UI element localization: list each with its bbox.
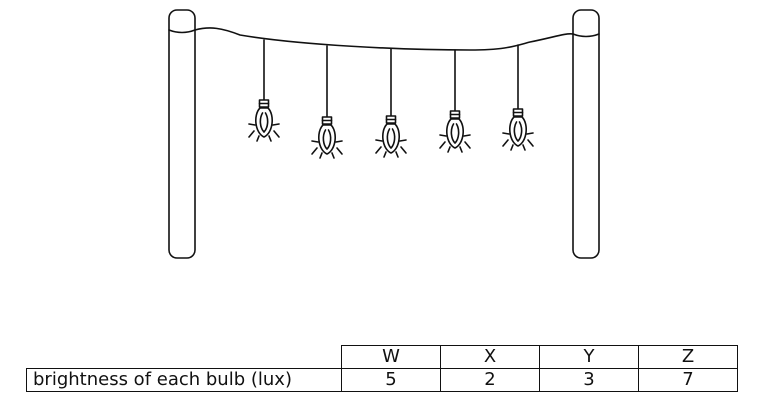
column-header-z: Z: [638, 345, 738, 369]
light-bulb: [375, 48, 407, 158]
light-bulb: [502, 44, 534, 151]
table-header-row: W X Y Z: [26, 345, 738, 369]
hanging-wire: [194, 27, 574, 51]
light-string-diagram: [168, 9, 600, 259]
right-pole: [572, 9, 600, 259]
value-w: 5: [341, 368, 441, 392]
column-header-w: W: [341, 345, 441, 369]
light-bulb: [248, 39, 280, 142]
left-pole: [168, 9, 196, 259]
column-header-x: X: [440, 345, 540, 369]
value-z: 7: [638, 368, 738, 392]
brightness-table: W X Y Z brightness of each bulb (lux) 5 …: [26, 345, 738, 392]
column-header-y: Y: [539, 345, 639, 369]
row-label: brightness of each bulb (lux): [26, 368, 342, 392]
table-row: brightness of each bulb (lux) 5 2 3 7: [26, 368, 738, 392]
value-x: 2: [440, 368, 540, 392]
light-bulb: [311, 45, 343, 159]
light-bulb: [439, 49, 471, 153]
table-corner-cell: [26, 345, 342, 369]
value-y: 3: [539, 368, 639, 392]
